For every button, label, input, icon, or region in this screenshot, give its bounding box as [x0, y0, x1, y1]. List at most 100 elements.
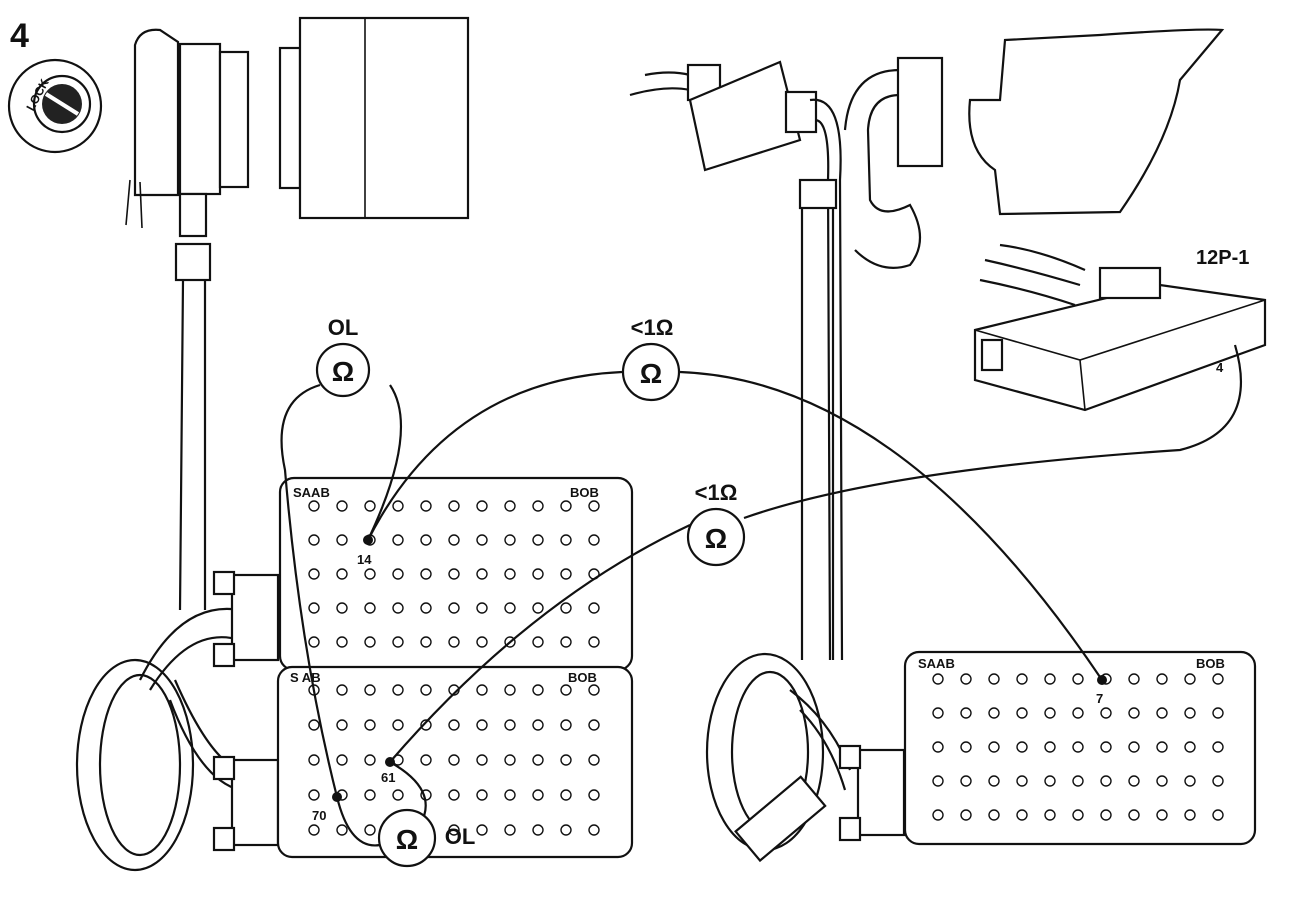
pin-hole	[1016, 673, 1028, 685]
pin-hole	[392, 602, 404, 614]
pin-hole	[392, 789, 404, 801]
pin-hole	[932, 809, 944, 821]
meter-reading: <1Ω	[695, 480, 738, 505]
pin-hole	[308, 534, 320, 546]
pin-hole	[336, 754, 348, 766]
pin-hole	[988, 775, 1000, 787]
pin-hole	[1128, 741, 1140, 753]
pin-hole	[532, 500, 544, 512]
pin-hole	[1044, 775, 1056, 787]
pin-hole	[1212, 707, 1224, 719]
pin-70-marker	[332, 792, 342, 802]
pin-hole	[336, 568, 348, 580]
pin-hole	[308, 789, 320, 801]
pin-hole	[476, 534, 488, 546]
pin-hole	[308, 568, 320, 580]
pin-hole	[532, 568, 544, 580]
pin-hole	[1128, 673, 1140, 685]
pin-hole	[308, 636, 320, 648]
pin-hole	[448, 500, 460, 512]
pin-hole	[1128, 707, 1140, 719]
pin-hole	[1156, 775, 1168, 787]
pin-hole	[1212, 775, 1224, 787]
pin-hole	[420, 636, 432, 648]
pin-markers: 14 61 70 7	[312, 535, 1107, 823]
pin-hole	[1016, 775, 1028, 787]
pin-hole	[308, 719, 320, 731]
pin-hole	[448, 602, 460, 614]
pin-hole	[504, 500, 516, 512]
pin-hole	[336, 602, 348, 614]
right-control-module	[629, 28, 1225, 661]
pin-hole	[560, 636, 572, 648]
bob-brand: SAAB	[918, 656, 955, 671]
pin-hole	[588, 636, 600, 648]
pin-hole	[392, 684, 404, 696]
pin-hole	[560, 824, 572, 836]
pin-hole	[532, 684, 544, 696]
pin-hole	[504, 789, 516, 801]
pin-hole	[1044, 673, 1056, 685]
pin-hole	[932, 775, 944, 787]
ohm-symbol: Ω	[705, 523, 727, 554]
pin-hole	[988, 809, 1000, 821]
pin-hole	[420, 754, 432, 766]
pin-hole	[336, 684, 348, 696]
pin-hole	[1156, 707, 1168, 719]
breakout-box-right: SAAB BOB	[903, 650, 1257, 846]
pin-hole	[364, 500, 376, 512]
pin-14-label: 14	[357, 552, 372, 567]
pin-hole	[364, 754, 376, 766]
pin-hole	[588, 684, 600, 696]
left-control-module	[125, 16, 470, 611]
pin-hole	[1128, 809, 1140, 821]
pin-hole	[560, 684, 572, 696]
test-leads	[280, 344, 1243, 847]
connector-label: 12P-1	[1196, 247, 1249, 269]
pin-hole	[1184, 741, 1196, 753]
pin-hole	[532, 824, 544, 836]
pin-hole	[532, 534, 544, 546]
pin-hole	[560, 789, 572, 801]
pin-hole	[336, 500, 348, 512]
pin-61-label: 61	[381, 770, 395, 785]
pin-hole	[1016, 707, 1028, 719]
pin-hole	[988, 673, 1000, 685]
pin-hole	[476, 719, 488, 731]
pin-hole	[504, 754, 516, 766]
pin-hole	[448, 534, 460, 546]
pin-hole	[392, 636, 404, 648]
connector-12p1: 12P-1 4	[973, 243, 1267, 412]
pin-hole	[448, 789, 460, 801]
pin-7-marker	[1097, 675, 1107, 685]
pin-hole	[392, 534, 404, 546]
meter-reading: <1Ω	[631, 315, 674, 340]
pin-hole	[448, 568, 460, 580]
pin-hole	[932, 741, 944, 753]
breakout-box-lower: S AB BOB	[276, 665, 634, 859]
pin-hole	[1100, 707, 1112, 719]
ohmmeter-2: Ω <1Ω	[621, 315, 681, 402]
pin-hole	[588, 534, 600, 546]
pin-hole	[960, 775, 972, 787]
ohmmeter-4: Ω OL	[377, 808, 475, 868]
breakout-box-upper: SAAB BOB	[278, 476, 634, 672]
pin-hole	[476, 602, 488, 614]
pin-hole	[560, 602, 572, 614]
left-harness-loop	[75, 570, 280, 872]
pin-hole	[1044, 741, 1056, 753]
pin-hole	[504, 824, 516, 836]
pin-hole	[476, 568, 488, 580]
pin-hole	[308, 824, 320, 836]
pin-hole	[420, 534, 432, 546]
pin-hole	[1072, 775, 1084, 787]
bob-model: BOB	[568, 670, 597, 685]
pin-hole	[932, 707, 944, 719]
pin-hole	[532, 636, 544, 648]
pin-hole	[392, 500, 404, 512]
pin-hole	[560, 534, 572, 546]
pin-hole	[448, 719, 460, 731]
pin-hole	[588, 754, 600, 766]
pin-hole	[392, 568, 404, 580]
ohmmeter-1: Ω OL	[315, 315, 371, 398]
